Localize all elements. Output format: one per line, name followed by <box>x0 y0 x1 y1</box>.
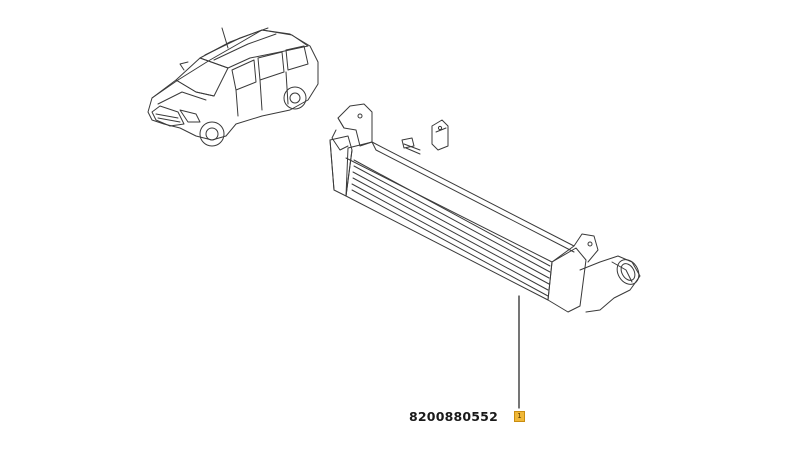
reference-badge[interactable]: 1 <box>514 411 525 422</box>
vehicle-thumbnail <box>147 27 319 147</box>
intercooler <box>329 103 641 313</box>
part-number-label: 8200880552 <box>409 409 498 424</box>
bolt <box>401 137 421 155</box>
mounting-bracket <box>431 119 449 151</box>
